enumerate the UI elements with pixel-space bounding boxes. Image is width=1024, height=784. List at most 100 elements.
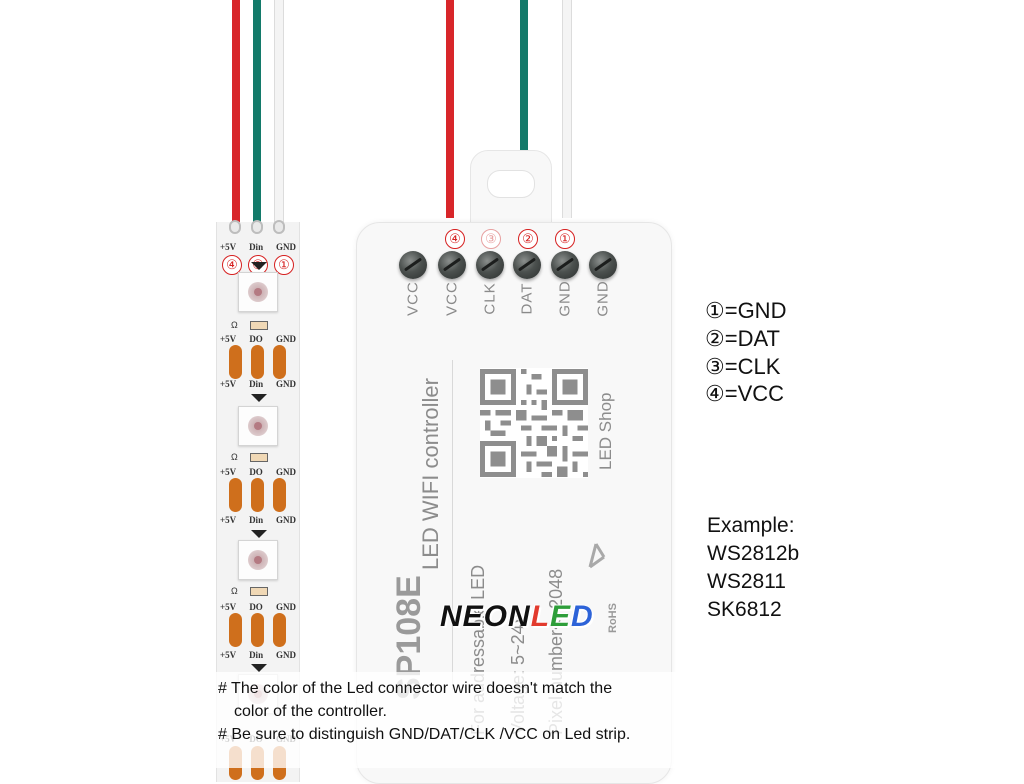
controller-hook-hole	[487, 170, 535, 198]
strip-pin-labels: +5V Din GND	[220, 650, 296, 660]
led-chip	[238, 406, 278, 446]
pin-label: Din	[249, 650, 264, 660]
label-divider	[452, 360, 453, 690]
solder-pad	[229, 613, 242, 647]
resistor-symbol: Ω	[231, 320, 238, 330]
example-item: WS2812b	[707, 542, 800, 565]
strip-do-labels: +5V DO GND	[220, 334, 296, 344]
terminal-screw	[589, 251, 617, 279]
strip-pin-labels: +5V Din GND	[220, 379, 296, 389]
strip-pin-labels: +5V Din GND	[220, 242, 296, 252]
watermark-letter-e: E	[550, 600, 572, 633]
example-title: Example:	[707, 514, 795, 537]
strip-wire-white	[274, 0, 284, 222]
terminal-screw	[438, 251, 466, 279]
solder-joint	[273, 220, 285, 234]
terminal-label: GND	[556, 280, 574, 317]
pin-label: +5V	[220, 334, 237, 344]
strip-marker-vcc: ④	[222, 255, 242, 275]
pin-label: DO	[249, 334, 263, 344]
watermark-letter-d: D	[571, 600, 594, 633]
pin-label: GND	[276, 650, 296, 660]
strip-wire-red	[232, 0, 240, 222]
solder-joint	[229, 220, 241, 234]
strip-wire-green	[253, 0, 261, 222]
example-item: WS2811	[707, 570, 786, 593]
legend-vcc: ④=VCC	[705, 381, 785, 406]
pin-label: +5V	[220, 379, 237, 389]
shop-label: LED Shop	[596, 392, 615, 471]
pin-label: GND	[275, 602, 296, 612]
controller-marker-vcc: ④	[445, 229, 465, 249]
solder-pad	[229, 478, 242, 512]
legend-dat: ②=DAT	[705, 326, 780, 351]
solder-pad	[273, 613, 286, 647]
watermark-neon: NEON	[440, 600, 531, 633]
pin-label: GND	[275, 467, 296, 477]
solder-joint	[251, 220, 263, 234]
note-line-3: # Be sure to distinguish GND/DAT/CLK /VC…	[218, 726, 631, 743]
pin-label: GND	[275, 334, 296, 344]
resistor-symbol: Ω	[231, 452, 238, 462]
strip-pin-labels: +5V Din GND	[220, 515, 296, 525]
pin-label: DO	[249, 467, 263, 477]
led-chip	[238, 540, 278, 580]
strip-marker-gnd: ①	[274, 255, 294, 275]
product-name: LED WIFI controller	[418, 378, 443, 570]
note-line-1: # The color of the Led connector wire do…	[218, 680, 613, 697]
controller-marker-gnd: ①	[555, 229, 575, 249]
pin-label: +5V	[220, 650, 237, 660]
note-backdrop	[0, 672, 1024, 768]
led-chip	[238, 272, 278, 312]
terminal-label: CLK	[481, 282, 499, 315]
terminal-screw	[476, 251, 504, 279]
legend-clk: ③=CLK	[705, 354, 781, 379]
pin-label: GND	[276, 515, 296, 525]
resistor	[250, 321, 268, 330]
pin-label: DO	[249, 602, 263, 612]
strip-do-labels: +5V DO GND	[220, 467, 296, 477]
controller-marker-dat: ②	[518, 229, 538, 249]
data-direction-arrow	[251, 262, 267, 270]
controller-wire-green	[520, 0, 528, 218]
qr-code	[480, 368, 588, 478]
example-item: SK6812	[707, 598, 782, 621]
recycle-icon	[588, 543, 606, 569]
pin-label: Din	[249, 379, 264, 389]
solder-pad	[229, 345, 242, 379]
solder-pad	[273, 478, 286, 512]
pin-label: GND	[276, 379, 296, 389]
solder-pad	[251, 478, 264, 512]
controller-marker-clk: ③	[481, 229, 501, 249]
controller-wire-white	[562, 0, 572, 218]
pin-label: +5V	[220, 242, 237, 252]
pin-label: Din	[249, 515, 264, 525]
terminal-label: DAT	[518, 282, 536, 315]
data-direction-arrow	[251, 394, 267, 402]
terminal-label: GND	[594, 280, 612, 317]
pin-label: +5V	[220, 602, 237, 612]
resistor	[250, 453, 268, 462]
solder-pad	[273, 345, 286, 379]
pin-label: +5V	[220, 467, 237, 477]
terminal-screw	[513, 251, 541, 279]
strip-do-labels: +5V DO GND	[220, 602, 296, 612]
terminal-screw	[551, 251, 579, 279]
terminal-label: VCC	[404, 281, 422, 316]
controller-wire-red	[446, 0, 454, 218]
resistor	[250, 587, 268, 596]
legend-gnd: ①=GND	[705, 298, 787, 323]
pin-label: GND	[276, 242, 296, 252]
data-direction-arrow	[251, 664, 267, 672]
pin-label: +5V	[220, 515, 237, 525]
data-direction-arrow	[251, 530, 267, 538]
terminal-screw	[399, 251, 427, 279]
neonled-watermark: NEONLED	[440, 600, 594, 634]
rohs-label: RoHS	[606, 603, 619, 633]
note-line-2: color of the controller.	[234, 703, 387, 720]
resistor-symbol: Ω	[231, 586, 238, 596]
solder-pad	[251, 345, 264, 379]
solder-pad	[251, 613, 264, 647]
terminal-label: VCC	[443, 281, 461, 316]
pin-label: Din	[249, 242, 264, 252]
